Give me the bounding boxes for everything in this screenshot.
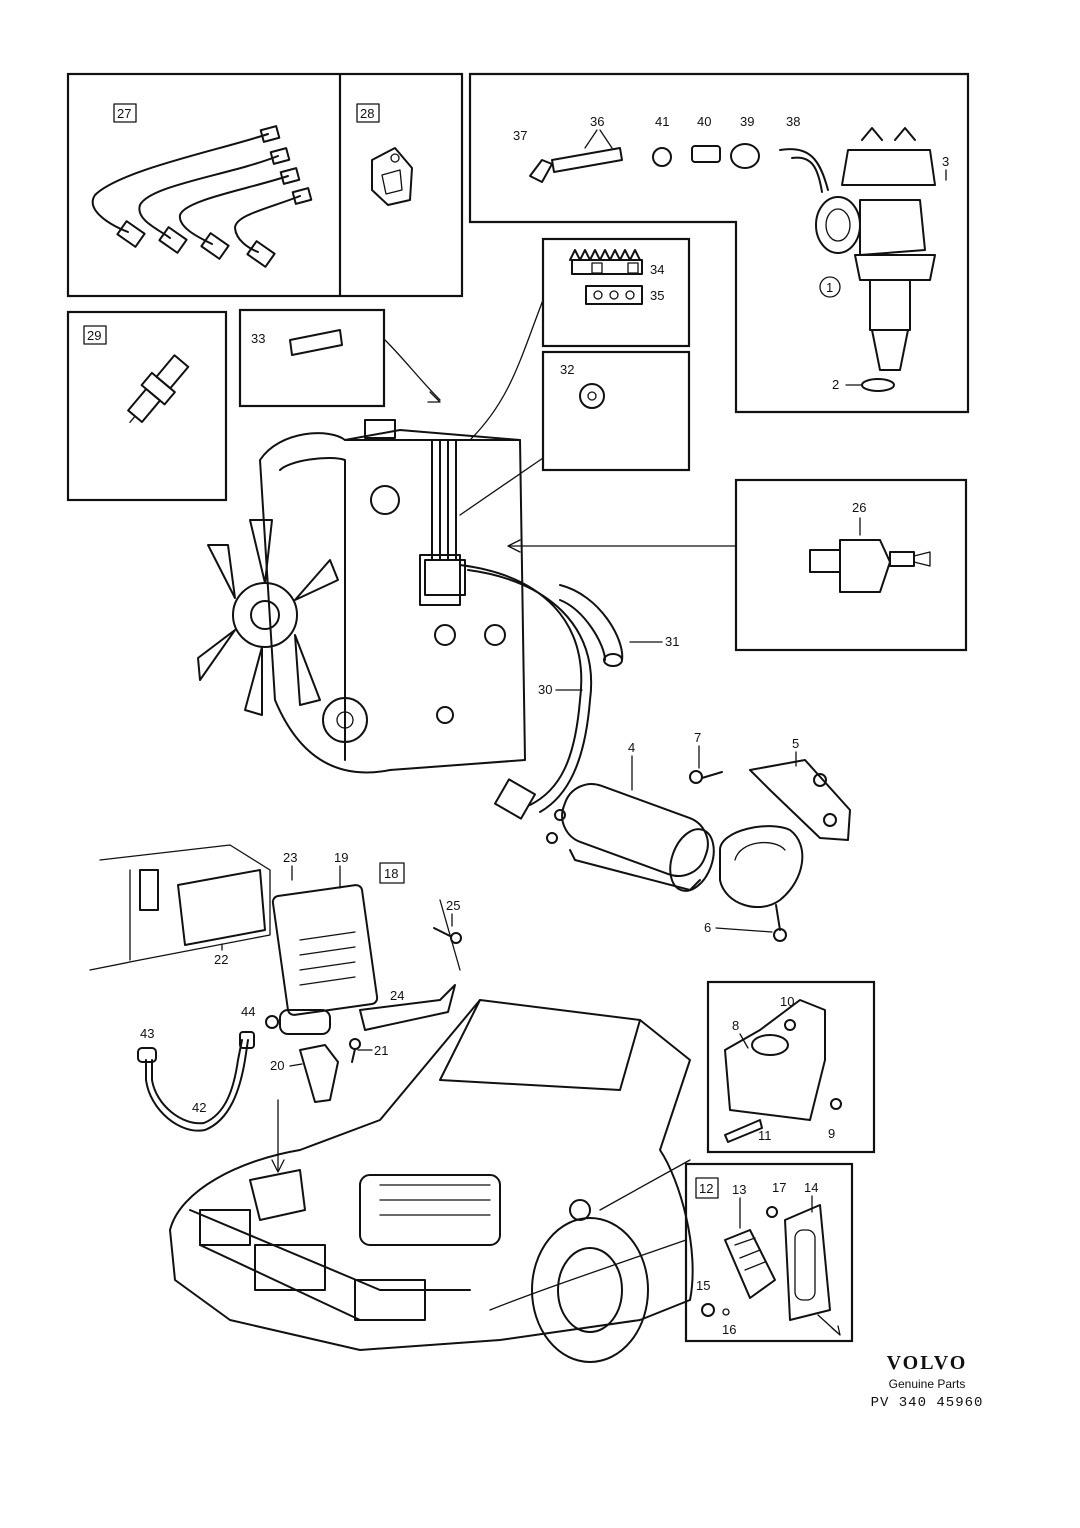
- connector-strip: [289, 329, 343, 356]
- mounting-plate: [177, 869, 266, 946]
- label-box-12: [695, 1177, 719, 1199]
- label-17: 17: [772, 1180, 786, 1195]
- label-35: 35: [650, 288, 664, 303]
- car: [169, 999, 694, 1363]
- label-7: 7: [694, 730, 701, 745]
- panel-distributor: 1 2 3 37 36 41 40 39 38: [468, 72, 970, 414]
- label-28: 28: [360, 106, 374, 121]
- label-4: 4: [628, 740, 635, 755]
- brand-logo: VOLVO: [886, 1352, 968, 1374]
- air-valve: [265, 1009, 339, 1103]
- label-1: 1: [826, 280, 833, 295]
- coil-bracket: [719, 759, 851, 909]
- label-41: 41: [655, 114, 669, 129]
- screw-7: [689, 770, 723, 784]
- engine-ignition-leads: [424, 439, 466, 596]
- rotor-arm: [371, 147, 413, 206]
- support-bracket: [359, 984, 456, 1031]
- label-5: 5: [792, 736, 799, 751]
- panel-spark-plug: 29: [66, 310, 228, 502]
- air-hose: [137, 1031, 255, 1132]
- panel-bracket: [706, 980, 876, 1154]
- panel-control-module: 12: [684, 1162, 854, 1343]
- label-23: 23: [283, 850, 297, 865]
- label-9: 9: [828, 1126, 835, 1141]
- label-box-28: [356, 103, 380, 123]
- label-box-29: [83, 325, 107, 345]
- panel-32: 32: [541, 350, 691, 472]
- label-38: 38: [786, 114, 800, 129]
- ht-lead: [459, 564, 593, 820]
- panel-connectors: 34 35: [541, 237, 691, 348]
- label-30: 30: [538, 682, 552, 697]
- label-circle-1: [819, 276, 841, 298]
- leader-arrows-top: [384, 299, 737, 553]
- leader-arrows-bottom: [271, 1099, 691, 1311]
- panel-33: 33: [238, 308, 386, 408]
- label-36: 36: [590, 114, 604, 129]
- label-8: 8: [732, 1018, 739, 1033]
- vacuum-hose: [559, 584, 624, 667]
- label-box-27: [113, 103, 137, 123]
- engine-bay: [359, 1174, 501, 1246]
- label-15: 15: [696, 1278, 710, 1293]
- label-21: 21: [374, 1043, 388, 1058]
- control-unit-in-car: [249, 1169, 306, 1221]
- label-27: 27: [117, 106, 131, 121]
- screw-21: [349, 1038, 361, 1063]
- label-13: 13: [732, 1182, 746, 1197]
- label-22: 22: [214, 952, 228, 967]
- label-29: 29: [87, 328, 101, 343]
- vacuum-hose-parts: [529, 143, 829, 193]
- label-43: 43: [140, 1026, 154, 1041]
- screw-25: [433, 927, 462, 944]
- control-unit: [271, 884, 379, 1016]
- label-6: 6: [704, 920, 711, 935]
- label-42: 42: [192, 1100, 206, 1115]
- label-14: 14: [804, 1180, 818, 1195]
- label-16: 16: [722, 1322, 736, 1337]
- panel-oil-pressure-switch: 26: [734, 478, 968, 652]
- label-box-18: [379, 862, 405, 884]
- ignition-lead-set: [91, 125, 313, 268]
- label-24: 24: [390, 988, 404, 1003]
- label-20: 20: [270, 1058, 284, 1073]
- label-31: 31: [665, 634, 679, 649]
- cooling-fan: [197, 519, 339, 716]
- label-34: 34: [650, 262, 664, 277]
- spark-plug: [127, 354, 190, 423]
- brand-subtitle: Genuine Parts: [888, 1377, 966, 1391]
- label-25: 25: [446, 898, 460, 913]
- label-26: 26: [852, 500, 866, 515]
- label-11: 11: [758, 1128, 772, 1143]
- screw-6: [773, 904, 787, 942]
- engine: [259, 419, 526, 774]
- label-44: 44: [241, 1004, 255, 1019]
- label-2: 2: [832, 377, 839, 392]
- control-unit-area: [89, 844, 461, 1031]
- label-37: 37: [513, 128, 527, 143]
- distributor: [815, 127, 936, 392]
- ignition-coil: [546, 783, 715, 892]
- panel-ignition-leads: 27 28: [66, 72, 464, 298]
- module-gasket: [784, 1204, 831, 1321]
- pressure-switch: [809, 539, 931, 593]
- label-12: 12: [699, 1181, 713, 1196]
- control-module: [724, 1229, 776, 1299]
- label-3: 3: [942, 154, 949, 169]
- label-39: 39: [740, 114, 754, 129]
- label-10: 10: [780, 994, 794, 1009]
- label-33: 33: [251, 331, 265, 346]
- diagram-code: PV 340 45960: [870, 1395, 984, 1411]
- grommet: [579, 383, 605, 409]
- label-40: 40: [697, 114, 711, 129]
- label-32: 32: [560, 362, 574, 377]
- brand-block: VOLVO Genuine Parts PV 340 45960: [862, 1352, 992, 1411]
- label-19: 19: [334, 850, 348, 865]
- label-18: 18: [384, 866, 398, 881]
